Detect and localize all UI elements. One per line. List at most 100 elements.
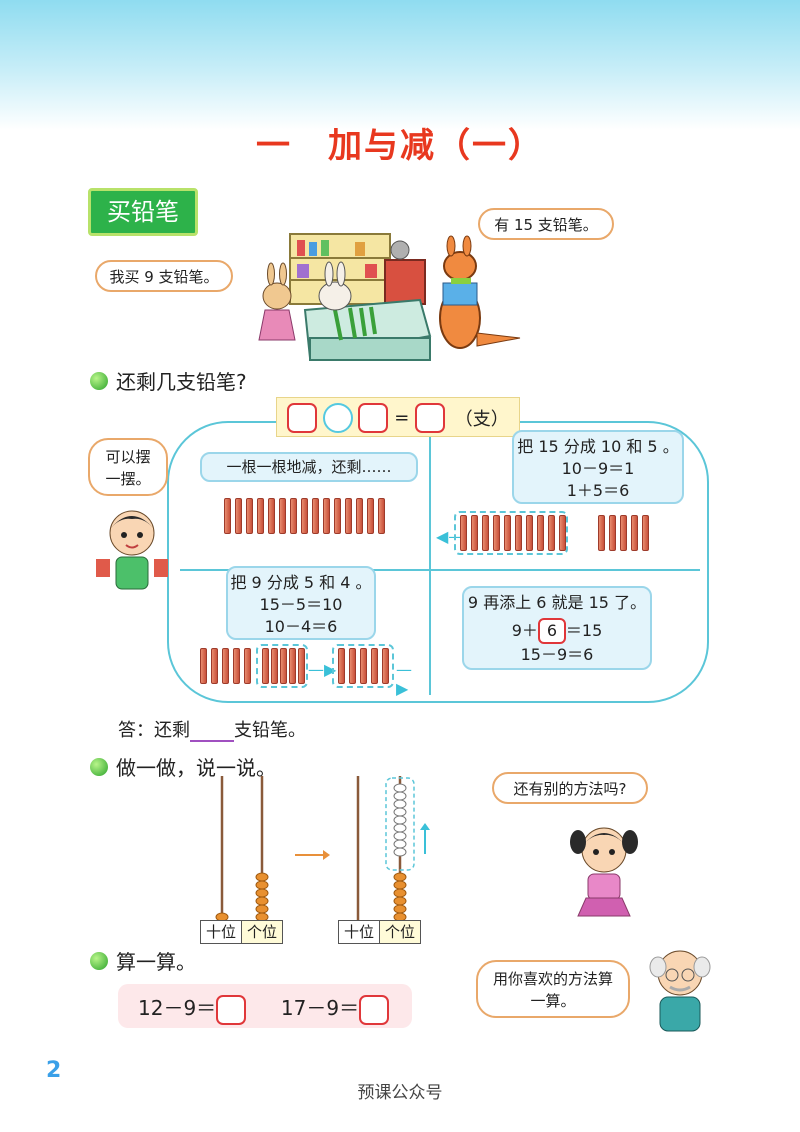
counting-stick	[620, 515, 627, 551]
right-arrow-icon	[295, 850, 330, 860]
counting-stick	[279, 498, 286, 534]
answer-box[interactable]	[415, 403, 446, 433]
counting-stick	[200, 648, 207, 684]
method-card-one-by-one: 一根一根地减，还剩……	[200, 452, 418, 482]
abacus-ones-label: 个位	[379, 920, 421, 944]
kangaroo-speech-bubble: 有 15 支铅笔。	[478, 208, 614, 240]
dashed-group-outline	[454, 511, 568, 555]
counting-stick	[471, 515, 478, 551]
counting-stick	[349, 648, 356, 684]
counting-stick	[367, 498, 374, 534]
counting-stick	[526, 515, 533, 551]
exercise-panel: 12－9＝ 17－9＝	[118, 984, 412, 1028]
up-arrow-icon	[420, 823, 430, 854]
card-line: 把 15 分成 10 和 5 。	[517, 437, 679, 456]
counting-stick	[244, 648, 251, 684]
counting-stick	[482, 515, 489, 551]
counting-stick	[312, 498, 319, 534]
counting-stick	[598, 515, 605, 551]
operator-circle[interactable]	[322, 403, 353, 433]
section-bullet-icon	[90, 372, 108, 390]
page-title: 一 加与减（一）	[256, 126, 544, 166]
counting-stick	[493, 515, 500, 551]
card-line: 把 9 分成 5 和 4 。	[230, 573, 372, 592]
counting-stick	[537, 515, 544, 551]
girl-illustration	[570, 827, 638, 917]
card-line: 9 再添上 6 就是 15 了。	[467, 593, 647, 612]
equals-sign: =	[394, 407, 410, 429]
answer-box[interactable]	[359, 994, 390, 1025]
section-heading: 算一算。	[116, 950, 196, 974]
counting-stick	[268, 498, 275, 534]
counting-stick	[642, 515, 649, 551]
abacus-tens-label: 十位	[200, 920, 242, 944]
grandpa-illustration	[649, 950, 711, 1032]
section-bullet-icon	[90, 952, 108, 970]
card-line: 1＋5＝6	[566, 481, 630, 500]
counting-stick	[345, 498, 352, 534]
boy-speech-bubble: 可以摆一摆。	[88, 438, 168, 496]
counting-stick	[371, 648, 378, 684]
counting-stick	[360, 648, 367, 684]
answer-box[interactable]	[287, 403, 317, 433]
unit-label: （支）	[454, 409, 509, 430]
counting-stick	[289, 648, 296, 684]
answer-suffix: 支铅笔。	[234, 720, 306, 741]
counting-stick	[222, 648, 229, 684]
exercise-problem: 17－9＝	[280, 996, 360, 1020]
dashed-group-outline	[332, 644, 394, 688]
counting-stick	[323, 498, 330, 534]
right-arrow-icon: —▶	[396, 660, 412, 698]
lesson-tag: 买铅笔	[88, 188, 198, 236]
card-line: ＝15	[565, 621, 603, 640]
counting-stick	[338, 648, 345, 684]
abacus-ones-label: 个位	[241, 920, 283, 944]
boy-illustration	[96, 510, 168, 590]
counting-stick	[211, 648, 218, 684]
counting-stick	[515, 515, 522, 551]
counting-stick	[548, 515, 555, 551]
sticks-group-split: —▶ —▶	[196, 644, 416, 698]
right-arrow-icon: —▶	[308, 660, 337, 679]
abacus-tens-label: 十位	[338, 920, 380, 944]
counting-stick	[233, 648, 240, 684]
answer-blank[interactable]	[190, 722, 234, 742]
counting-stick	[378, 498, 385, 534]
counting-stick	[224, 498, 231, 534]
counting-stick	[460, 515, 467, 551]
header-band	[0, 0, 800, 130]
card-line: 9＋	[511, 621, 538, 640]
highlight-box: 6	[537, 618, 566, 644]
equation-template: = （支）	[276, 397, 520, 437]
counting-stick	[356, 498, 363, 534]
method-card-split-9: 把 9 分成 5 和 4 。 15－5＝10 10－4＝6	[226, 566, 376, 640]
abacus-right	[356, 776, 415, 922]
abacus-left	[215, 776, 269, 922]
shop-scene-illustration	[258, 233, 521, 361]
counting-stick	[334, 498, 341, 534]
footer-text: 预课公众号	[357, 1083, 443, 1103]
counting-stick	[235, 498, 242, 534]
girl-speech-bubble: 还有别的方法吗?	[492, 772, 648, 804]
exercise-problem: 12－9＝	[138, 996, 217, 1020]
counting-stick	[262, 648, 269, 684]
counting-stick	[301, 498, 308, 534]
section-heading: 还剩几支铅笔?	[116, 370, 247, 394]
card-line: 15－5＝10	[259, 595, 343, 614]
page-number: 2	[46, 1058, 62, 1083]
counting-stick	[504, 515, 511, 551]
method-card-split-15: 把 15 分成 10 和 5 。 10－9＝1 1＋5＝6	[512, 430, 684, 504]
counting-stick	[298, 648, 305, 684]
counting-stick	[382, 648, 389, 684]
counting-stick	[609, 515, 616, 551]
counting-stick	[257, 498, 264, 534]
counting-stick	[559, 515, 566, 551]
left-arrow-icon: ◀—	[436, 527, 465, 546]
dashed-group-outline	[256, 644, 308, 688]
sticks-group-10-and-5: ◀—	[436, 511, 680, 555]
counting-stick	[631, 515, 638, 551]
counting-stick	[271, 648, 278, 684]
answer-line: 答：还剩支铅笔。	[118, 716, 306, 742]
answer-box[interactable]	[216, 994, 247, 1025]
answer-box[interactable]	[358, 403, 389, 433]
